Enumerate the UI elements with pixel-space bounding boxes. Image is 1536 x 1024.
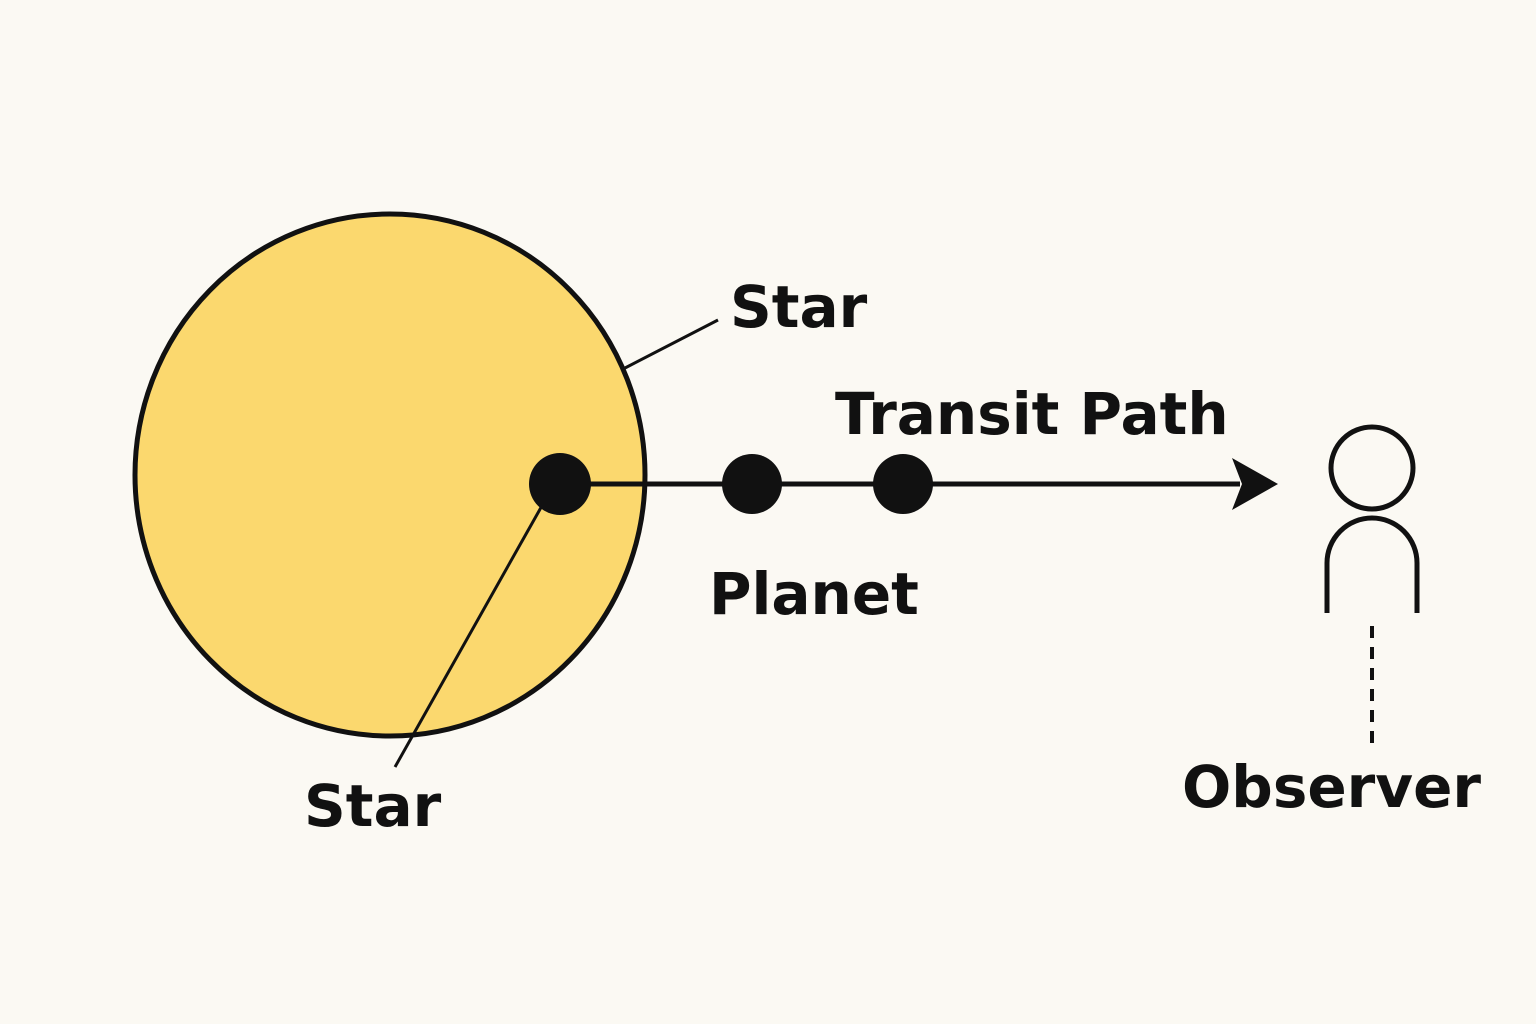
star-disk — [132, 211, 648, 739]
planet-label: Planet — [709, 560, 919, 628]
star-label-bottom: Star — [304, 772, 442, 840]
planet-dot-3 — [873, 454, 933, 514]
star-bottom-leader-line — [393, 494, 550, 768]
observer-label: Observer — [1182, 753, 1481, 821]
planet-dot-1 — [529, 453, 591, 515]
person-outline-icon — [1324, 424, 1420, 613]
star-top-leader-line — [624, 318, 719, 370]
transit-arrowhead — [1232, 458, 1278, 510]
planet-dot-2 — [722, 454, 782, 514]
transit-path-label: Transit Path — [835, 380, 1229, 448]
star-label-top: Star — [730, 273, 868, 341]
